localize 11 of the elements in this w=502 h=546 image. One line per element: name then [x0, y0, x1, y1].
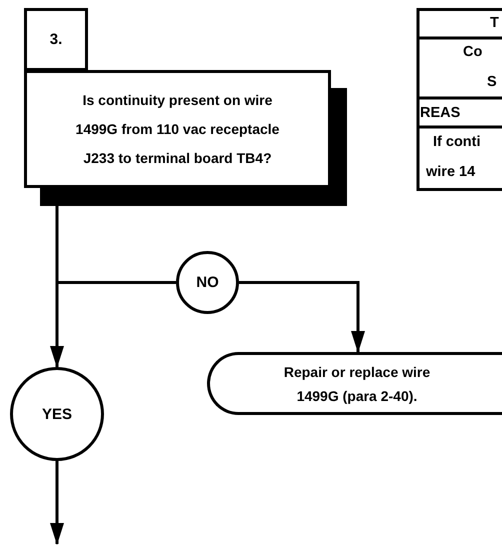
decision-circle: YES — [10, 367, 104, 461]
table-cell-text: REAS — [420, 104, 460, 123]
table-cell-text: If conti — [433, 133, 481, 152]
table-cell-text: S — [487, 73, 497, 92]
table-cell-text: T — [490, 14, 499, 33]
arrow — [50, 461, 64, 545]
decision-circle: NO — [176, 251, 239, 314]
table-cell-text: Co — [463, 43, 482, 62]
arrow — [239, 281, 365, 353]
table-cell-text: wire 14 — [426, 163, 476, 182]
action-capsule: Repair or replace wire 1499G (para 2-40). — [207, 352, 502, 415]
